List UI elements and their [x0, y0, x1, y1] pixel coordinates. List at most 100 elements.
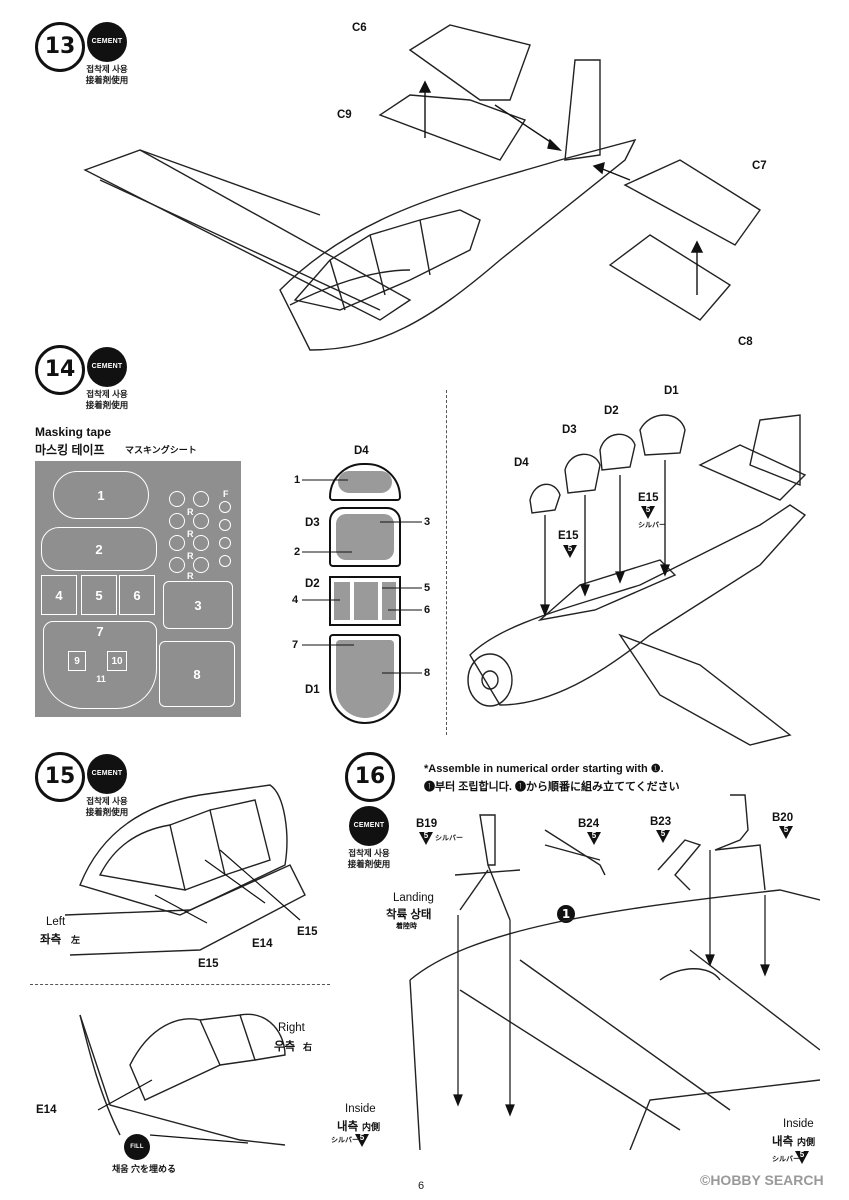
step-13-number: 13: [35, 22, 85, 72]
canopy-label-d2: D2: [305, 578, 320, 590]
cement-text-ja: 接着剤使用: [85, 75, 129, 85]
mask-piece-3: 3: [163, 581, 233, 629]
step-15-right-drawing: [79, 1013, 286, 1146]
step-16-drawing: [409, 794, 820, 1150]
mask-area-8: [336, 640, 394, 718]
step-14-drawing: [467, 414, 807, 746]
part-b19: B19: [416, 818, 438, 830]
cement-text-ja: 接着剤使用: [85, 807, 129, 817]
mask-piece-1: 1: [53, 471, 149, 519]
mask-f-label: F: [223, 489, 229, 499]
fill-text: 채움 穴を埋める: [112, 1164, 177, 1174]
mask-piece-7: 7: [43, 621, 157, 709]
mask-piece-6: 6: [119, 575, 155, 615]
mask-piece-10: 10: [107, 651, 127, 671]
left-en: Left: [46, 916, 66, 928]
canopy-label-d1: D1: [305, 684, 320, 696]
cement-text-ko: 접착제 사용: [86, 64, 128, 74]
cement-text-ja: 接着剤使用: [347, 859, 391, 869]
canopy-label-d3-fit: D3: [562, 424, 577, 436]
mask-area-4: [334, 582, 350, 620]
cement-badge: CEMENT: [87, 22, 127, 62]
inside2-en: Inside: [783, 1118, 814, 1130]
inside2-ja: 内側: [797, 1137, 816, 1147]
page-number: 6: [418, 1180, 425, 1192]
mask-dot: [193, 513, 209, 529]
callout-1: 1: [294, 474, 301, 486]
cement-badge: CEMENT: [87, 347, 127, 387]
mask-piece-4: 4: [41, 575, 77, 615]
mask-r-label: R: [187, 571, 194, 581]
part-e14-a: E14: [252, 938, 273, 950]
mask-piece-7-label: 7: [96, 624, 104, 639]
mask-dot: [219, 537, 231, 549]
cement-badge: CEMENT: [349, 806, 389, 846]
step-14-number: 14: [35, 345, 85, 395]
mask-r-label: R: [187, 529, 194, 539]
label-c9: C9: [337, 109, 352, 121]
cement-badge: CEMENT: [87, 754, 127, 794]
mask-piece-8: 8: [159, 641, 235, 707]
canopy-label-d2-fit: D2: [604, 405, 619, 417]
inside-en: Inside: [345, 1103, 376, 1115]
assemble-instruction-ko: ❶부터 조립합니다. ❶から順番に組み立ててください: [424, 781, 680, 793]
mask-dot: [219, 555, 231, 567]
step-13-drawing: [83, 24, 762, 351]
part-b24: B24: [578, 818, 600, 830]
part-e15-right: E15: [638, 492, 659, 504]
inside2-ko: 내측: [772, 1136, 794, 1148]
canopy-label-d4: D4: [354, 445, 369, 457]
callout-5: 5: [424, 582, 431, 594]
step-15-left-drawing: [64, 784, 306, 956]
label-c8: C8: [738, 336, 753, 348]
right-ja: 右: [303, 1042, 313, 1052]
step-16-number: 16: [345, 752, 395, 802]
mask-piece-5: 5: [81, 575, 117, 615]
paint-name: シルバー: [638, 522, 666, 529]
callout-4: 4: [292, 594, 299, 606]
fill-badge: FILL: [124, 1134, 150, 1160]
mask-dot: [219, 501, 231, 513]
mask-area-5: [354, 582, 378, 620]
step-15-number: 15: [35, 752, 85, 802]
right-en: Right: [278, 1022, 305, 1034]
cement-text-ko: 접착제 사용: [86, 389, 128, 399]
label-c6: C6: [352, 22, 367, 34]
inside-ko: 내측: [337, 1121, 359, 1133]
label-c7: C7: [752, 160, 767, 172]
cement-text-ko: 접착제 사용: [348, 848, 390, 858]
canopy-label-d3: D3: [305, 517, 320, 529]
part-e15-left: E15: [558, 530, 579, 542]
order-badge-1: 1: [557, 905, 575, 923]
callout-6: 6: [424, 604, 431, 616]
inside-ja: 内側: [362, 1122, 381, 1132]
mask-dot: [169, 557, 185, 573]
mask-piece-2: 2: [41, 527, 157, 571]
callout-3: 3: [424, 516, 431, 528]
part-e14-b: E14: [36, 1104, 57, 1116]
part-e15-b: E15: [297, 926, 318, 938]
landing-ja: 着陸時: [396, 923, 417, 930]
callout-7: 7: [292, 639, 299, 651]
mask-r-label: R: [187, 507, 194, 517]
assemble-instruction-en: *Assemble in numerical order starting wi…: [424, 763, 664, 775]
left-ko: 좌측: [40, 934, 62, 946]
mask-dot: [169, 535, 185, 551]
mask-dot: [169, 513, 185, 529]
cement-text-ja: 接着剤使用: [85, 400, 129, 410]
watermark: ©HOBBY SEARCH: [700, 1172, 824, 1188]
mask-r-label: R: [187, 551, 194, 561]
inside-paint-name: シルバー: [331, 1137, 359, 1144]
masking-sheet: 1 2 4 5 6 3 7 9 10 11 8 R R R R F: [35, 461, 241, 717]
part-e15-a: E15: [198, 958, 219, 970]
mask-dot: [219, 519, 231, 531]
mask-area-1: [338, 471, 392, 493]
landing-en: Landing: [393, 892, 434, 904]
masking-tape-ja: マスキングシート: [125, 445, 197, 455]
divider-horizontal: [30, 984, 330, 985]
left-ja: 左: [71, 935, 81, 945]
part-b23: B23: [650, 816, 672, 828]
mask-callout-lines: [302, 479, 422, 674]
mask-dot: [193, 491, 209, 507]
divider-vertical: [446, 390, 447, 735]
